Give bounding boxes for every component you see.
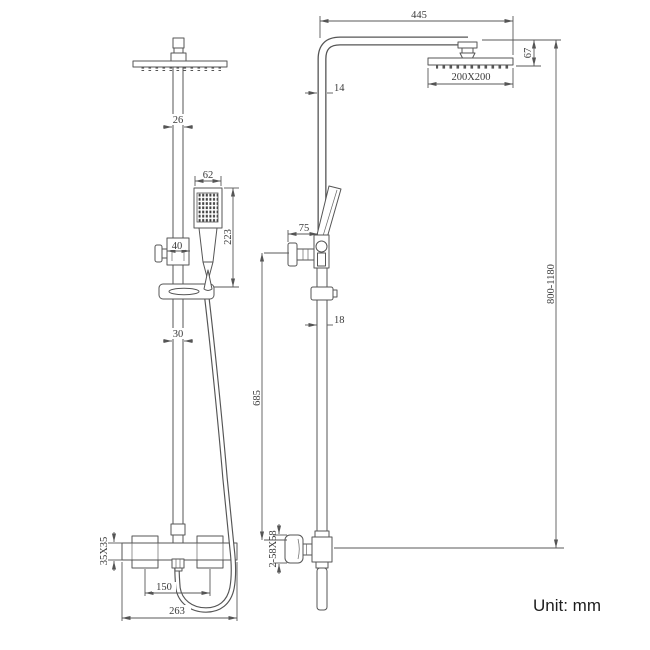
rain-head-side bbox=[132, 60, 228, 71]
dim-hand-shower-length: 223 bbox=[223, 229, 234, 245]
dimension-685: 685 bbox=[250, 252, 289, 541]
dim-hand-shower-width: 62 bbox=[203, 170, 214, 181]
dimension-800-1180: 800-1180 bbox=[334, 40, 564, 549]
dim-diverter-knob-reach: 75 bbox=[299, 223, 310, 234]
head-connector bbox=[457, 41, 478, 60]
dim-overall-height-range: 800-1180 bbox=[546, 264, 557, 304]
dim-handle-spacing: 150 bbox=[156, 582, 172, 593]
dim-mixer-body-length: 263 bbox=[169, 606, 185, 617]
dim-holder-to-valve-height: 685 bbox=[252, 390, 263, 406]
outlet-tube bbox=[316, 567, 328, 611]
dimension-2-58x58: 2-58X58 bbox=[268, 524, 287, 574]
spray-face bbox=[196, 192, 219, 223]
rain-head-front bbox=[427, 57, 514, 69]
mixer-valve-body bbox=[121, 523, 238, 569]
hose-connector bbox=[171, 558, 185, 572]
dimension-223: 223 bbox=[214, 187, 239, 288]
bracket-knob bbox=[154, 244, 163, 263]
dim-arm-reach: 445 bbox=[411, 10, 427, 21]
pivot-joint bbox=[315, 240, 328, 253]
dim-lower-pole-width: 30 bbox=[173, 329, 184, 340]
riser-pole bbox=[172, 66, 184, 544]
hand-shower-tip bbox=[203, 269, 213, 291]
wand-holder-bracket bbox=[313, 234, 330, 269]
dim-slider-bracket-width: 40 bbox=[172, 241, 183, 252]
dim-mixer-body-section: 35X35 bbox=[99, 537, 110, 566]
side-view-drawing: 26 62 223 40 30 bbox=[99, 37, 239, 621]
dimension-14: 14 bbox=[305, 83, 345, 96]
dim-lower-pipe-width: 18 bbox=[334, 315, 345, 326]
dim-knob-size: 2-58X58 bbox=[268, 530, 279, 567]
nozzle-row bbox=[139, 67, 221, 71]
dimension-75: 75 bbox=[287, 223, 318, 242]
dimension-263: 263 bbox=[121, 562, 238, 621]
dimension-445: 445 bbox=[319, 9, 514, 55]
hand-shower bbox=[193, 187, 223, 291]
dimension-67: 67 bbox=[516, 40, 541, 67]
dimension-150: 150 bbox=[144, 569, 211, 596]
temperature-knob bbox=[284, 534, 304, 564]
dim-upper-pole-width: 26 bbox=[173, 115, 184, 126]
dim-upper-pipe-width: 14 bbox=[334, 83, 345, 94]
dimension-18: 18 bbox=[305, 315, 345, 328]
slider-ring bbox=[310, 286, 338, 301]
nozzle-row bbox=[436, 65, 510, 69]
diverter-knob bbox=[287, 242, 315, 267]
dim-head-drop: 67 bbox=[523, 48, 534, 59]
knob-shaft bbox=[302, 543, 313, 556]
dimension-35x35: 35X35 bbox=[99, 532, 123, 571]
dimension-62: 62 bbox=[194, 170, 222, 186]
thermostatic-valve bbox=[284, 530, 333, 611]
front-view-drawing: 445 67 200X200 14 75 18 bbox=[250, 9, 564, 611]
dimension-30: 30 bbox=[163, 328, 193, 344]
unit-label: Unit: mm bbox=[533, 596, 601, 615]
dimension-40: 40 bbox=[167, 240, 190, 254]
shower-arm-tube bbox=[317, 36, 468, 240]
dimension-200x200: 200X200 bbox=[427, 68, 514, 88]
dimension-26: 26 bbox=[163, 114, 193, 130]
hand-shower-holder bbox=[158, 283, 215, 300]
top-connector bbox=[170, 37, 187, 62]
lower-pipe bbox=[316, 265, 328, 539]
dim-head-size: 200X200 bbox=[451, 72, 490, 83]
shower-hose bbox=[174, 298, 237, 613]
